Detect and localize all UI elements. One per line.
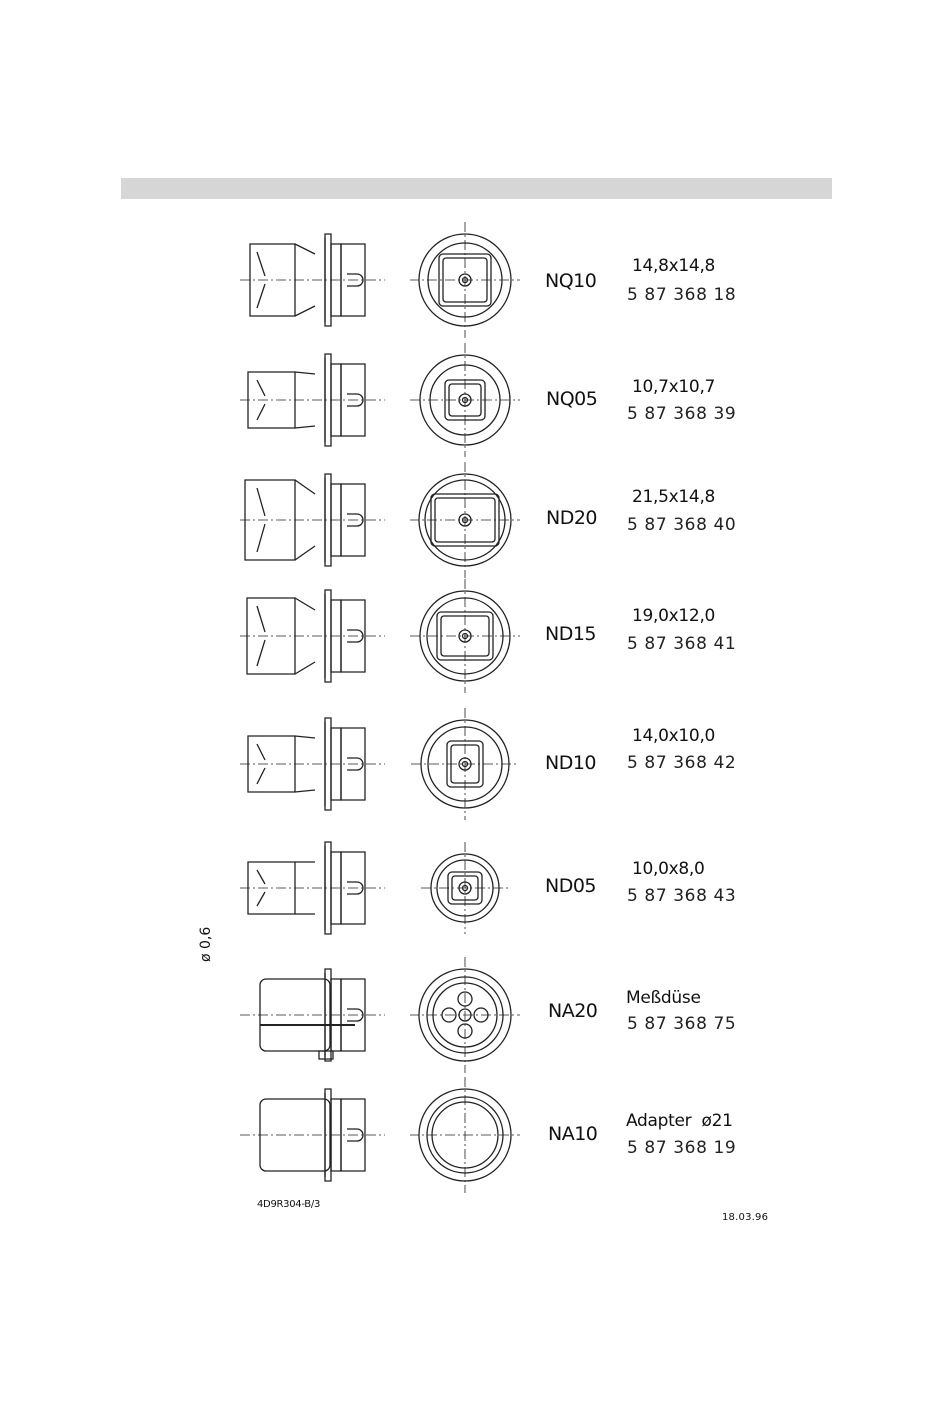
drawing-number: 4D9R304-B/3 [257, 1199, 320, 1210]
nozzle-dimensions: 14,0x10,0 [632, 726, 715, 746]
nozzle-part-number: 5 87 368 41 [627, 634, 736, 654]
nozzle-front-view [410, 462, 520, 582]
nozzle-code: NA10 [548, 1123, 597, 1145]
nozzle-part-number: 5 87 368 18 [627, 285, 736, 305]
nozzle-dimensions: 19,0x12,0 [632, 606, 715, 626]
nozzle-part-number: 5 87 368 75 [627, 1014, 736, 1034]
nozzle-side-view [235, 342, 395, 462]
nozzle-dimensions: Adapter ø21 [626, 1111, 733, 1131]
nozzle-row: ND05 10,0x8,0 5 87 368 43 [0, 830, 950, 950]
nozzle-part-number: 5 87 368 42 [627, 753, 736, 773]
nozzle-front-view [410, 706, 520, 826]
nozzle-row: ND10 14,0x10,0 5 87 368 42 [0, 706, 950, 826]
nozzle-dimensions: 21,5x14,8 [632, 487, 715, 507]
nozzle-part-number: 5 87 368 40 [627, 515, 736, 535]
nozzle-part-number: 5 87 368 39 [627, 404, 736, 424]
nozzle-side-view [235, 955, 395, 1075]
drawing-date: 18.03.96 [722, 1212, 768, 1221]
nozzle-side-view [235, 830, 395, 950]
nozzle-front-view [410, 222, 520, 342]
nozzle-code: ND05 [545, 875, 596, 897]
nozzle-part-number: 5 87 368 19 [627, 1138, 736, 1158]
nozzle-row: NA20 Meßdüse 5 87 368 75 [0, 955, 950, 1075]
nozzle-front-view [410, 955, 520, 1075]
nozzle-dimensions: 14,8x14,8 [632, 256, 715, 276]
nozzle-code: ND10 [545, 752, 596, 774]
nozzle-side-view [235, 1075, 395, 1195]
nozzle-dimensions: Meßdüse [626, 988, 701, 1008]
nozzle-row: NQ05 10,7x10,7 5 87 368 39 [0, 342, 950, 462]
nozzle-row: ND20 21,5x14,8 5 87 368 40 [0, 462, 950, 582]
nozzle-dimensions: 10,7x10,7 [632, 377, 715, 397]
nozzle-front-view [410, 1075, 520, 1195]
diameter-dimension-label: ø 0,6 [198, 927, 214, 962]
nozzle-side-view [235, 462, 395, 582]
header-band [121, 178, 832, 199]
nozzle-part-number: 5 87 368 43 [627, 886, 736, 906]
nozzle-code: NQ10 [545, 270, 596, 292]
nozzle-front-view [410, 578, 520, 698]
nozzle-dimensions: 10,0x8,0 [632, 859, 705, 879]
nozzle-code: NQ05 [546, 388, 597, 410]
nozzle-front-view [410, 342, 520, 462]
nozzle-row: NA10 Adapter ø21 5 87 368 19 [0, 1075, 950, 1195]
nozzle-row: ND15 19,0x12,0 5 87 368 41 [0, 578, 950, 698]
nozzle-code: ND15 [545, 623, 596, 645]
nozzle-code: ND20 [546, 507, 597, 529]
nozzle-side-view [235, 706, 395, 826]
nozzle-side-view [235, 222, 395, 342]
nozzle-code: NA20 [548, 1000, 597, 1022]
nozzle-row: NQ10 14,8x14,8 5 87 368 18 [0, 222, 950, 342]
nozzle-front-view [410, 830, 520, 950]
nozzle-side-view [235, 578, 395, 698]
